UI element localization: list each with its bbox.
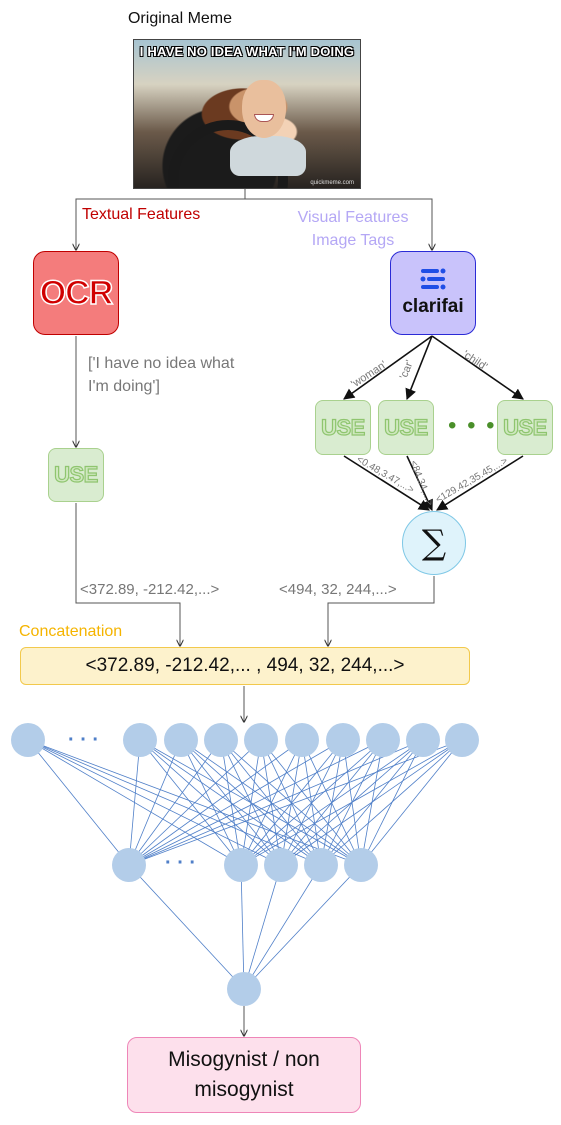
tag-label-woman: 'woman' bbox=[349, 359, 389, 391]
clarifai-block: clarifai bbox=[390, 251, 476, 335]
use-encoder-text: USE bbox=[48, 448, 104, 502]
input-hidden-edge bbox=[220, 739, 242, 866]
network-neurons bbox=[11, 723, 479, 1006]
hidden-output-edge bbox=[243, 864, 282, 990]
input-hidden-edge bbox=[128, 739, 141, 866]
hidden-output-edge bbox=[240, 864, 245, 990]
text-vector-connector bbox=[75, 503, 180, 646]
meme-caption: I HAVE NO IDEA WHAT I'M DOING bbox=[139, 44, 355, 59]
input-hidden-edge bbox=[128, 739, 384, 866]
input-neuron bbox=[445, 723, 479, 757]
input-hidden-edge bbox=[128, 739, 222, 866]
input-hidden-edge bbox=[240, 739, 463, 866]
clarifai-logo-icon bbox=[420, 268, 446, 290]
input-neuron bbox=[406, 723, 440, 757]
visual-vector-label: <494, 32, 244,...> bbox=[279, 581, 397, 598]
output-box: Misogynist / non misogynist bbox=[127, 1037, 361, 1113]
input-hidden-edge bbox=[27, 739, 282, 866]
use-label: USE bbox=[321, 414, 366, 440]
meme-watermark: quickmeme.com bbox=[310, 180, 354, 186]
input-hidden-edge bbox=[27, 739, 322, 866]
input-hidden-edge bbox=[128, 739, 463, 866]
input-hidden-edge bbox=[240, 739, 384, 866]
input-hidden-edge bbox=[128, 739, 182, 866]
input-hidden-edge bbox=[128, 739, 424, 866]
hidden-neuron bbox=[224, 848, 258, 882]
output-label: Misogynist / non misogynist bbox=[168, 1048, 320, 1101]
sum-icon: ∑ bbox=[421, 523, 447, 563]
input-hidden-edge bbox=[240, 739, 262, 866]
input-neuron bbox=[366, 723, 400, 757]
hidden-neuron bbox=[344, 848, 378, 882]
textual-features-label: Textual Features bbox=[82, 206, 201, 223]
input-neuron bbox=[285, 723, 319, 757]
input-hidden-edge bbox=[320, 739, 463, 866]
meme-split-connector bbox=[76, 188, 432, 250]
input-neuron bbox=[11, 723, 45, 757]
hidden-layer-ellipsis: · · · bbox=[165, 852, 196, 874]
input-hidden-edge bbox=[128, 739, 262, 866]
meme-image: I HAVE NO IDEA WHAT I'M DOING quickmeme.… bbox=[133, 39, 361, 189]
clarifai-label: clarifai bbox=[402, 296, 464, 317]
input-hidden-edge bbox=[139, 739, 242, 866]
tag-vector-3: <129.42,35.45,...> bbox=[434, 455, 510, 505]
input-hidden-edge bbox=[128, 739, 344, 866]
tag-label-car: 'car' bbox=[398, 359, 416, 382]
output-neuron bbox=[227, 972, 261, 1006]
input-neuron bbox=[244, 723, 278, 757]
input-hidden-edge bbox=[240, 739, 344, 866]
sum-node: ∑ bbox=[402, 511, 466, 575]
ocr-block: OCR bbox=[33, 251, 119, 335]
concatenation-value: <372.89, -212.42,... , 494, 32, 244,...> bbox=[85, 655, 405, 676]
tag-label-child: 'child' bbox=[460, 348, 489, 373]
use-encoder-tag-2: USE bbox=[378, 400, 434, 455]
hidden-neuron bbox=[112, 848, 146, 882]
input-neuron bbox=[164, 723, 198, 757]
meme-title: Original Meme bbox=[127, 10, 233, 27]
concatenation-box: <372.89, -212.42,... , 494, 32, 244,...> bbox=[20, 647, 470, 685]
use-ellipsis: • • • bbox=[448, 412, 497, 439]
input-neuron bbox=[123, 723, 157, 757]
scarf-graphic bbox=[230, 136, 306, 176]
use-label: USE bbox=[503, 414, 548, 440]
hidden-output-edge bbox=[128, 864, 245, 990]
use-label: USE bbox=[54, 461, 99, 487]
input-neuron bbox=[326, 723, 360, 757]
hidden-neuron bbox=[304, 848, 338, 882]
face-graphic bbox=[242, 80, 286, 138]
input-hidden-edge bbox=[180, 739, 242, 866]
use-encoder-tag-n: USE bbox=[497, 400, 553, 455]
clarifai-tag-arrows bbox=[343, 335, 524, 401]
tag-vector-1: <0.48,3.47,...> bbox=[355, 454, 416, 496]
input-hidden-edge bbox=[27, 739, 130, 866]
input-hidden-edge bbox=[240, 739, 303, 866]
hidden-neuron bbox=[264, 848, 298, 882]
input-hidden-edge bbox=[128, 739, 303, 866]
use-encoder-tag-1: USE bbox=[315, 400, 371, 455]
concatenation-label: Concatenation bbox=[19, 623, 123, 640]
ocr-label: OCR bbox=[39, 273, 114, 313]
input-layer-ellipsis: · · · bbox=[68, 729, 99, 751]
input-neuron bbox=[204, 723, 238, 757]
use-to-sum-arrows bbox=[343, 455, 524, 512]
input-hidden-edge bbox=[260, 739, 282, 866]
input-hidden-edge bbox=[360, 739, 463, 866]
text-vector-label: <372.89, -212.42,...> bbox=[80, 581, 220, 598]
hidden-output-edge bbox=[243, 864, 362, 990]
ocr-output-text: ['I have no idea what I'm doing'] bbox=[88, 355, 235, 395]
visual-vector-connector bbox=[328, 576, 435, 646]
hidden-output-edge bbox=[243, 864, 322, 990]
input-hidden-edge bbox=[240, 739, 424, 866]
input-hidden-edge bbox=[280, 739, 463, 866]
visual-features-label: Visual Features Image Tags bbox=[297, 209, 409, 249]
use-label: USE bbox=[384, 414, 429, 440]
network-edges bbox=[27, 739, 463, 990]
